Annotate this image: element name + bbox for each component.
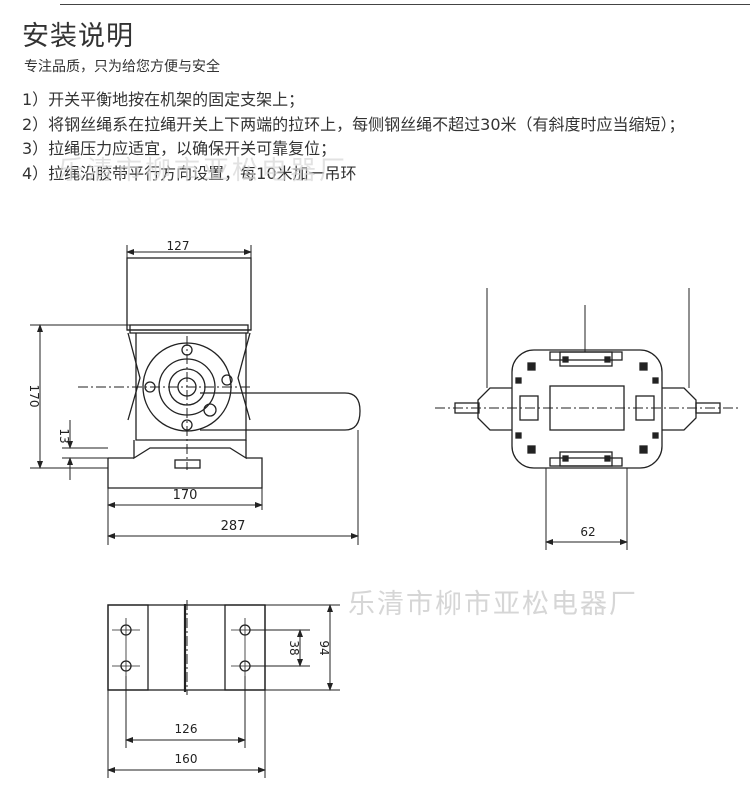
instruction-list: 1）开关平衡地按在机架的固定支架上； 2）将钢丝绳系在拉绳开关上下两端的拉环上，… [22,88,737,186]
dim-front-width: 62 [580,525,595,539]
dim-plate-hole-spacing: 126 [175,722,198,736]
page-title: 安装说明 [22,21,134,52]
dim-plate-outer-height: 94 [317,640,331,655]
instruction-item: 4）拉绳沿胶带平行方向设置，每10米加一吊环 [22,163,357,183]
right-shaft [695,402,721,414]
dim-plate-inner-height: 38 [287,640,301,655]
mounting-bracket [129,324,249,334]
right-boss [662,387,697,431]
page-subtitle: 专注品质，只为给您方便与安全 [24,59,220,75]
center-block [549,385,625,431]
top-rule [60,4,750,5]
front-body [511,349,663,469]
dim-side-overall-length: 287 [221,519,246,534]
side-view [30,245,361,545]
instruction-item: 1）开关平衡地按在机架的固定支架上； [22,90,305,109]
left-boss [477,387,512,431]
lever-arm [200,392,361,431]
dim-plate-overall-width: 160 [175,752,198,766]
instruction-item: 2）将钢丝绳系在拉绳开关上下两端的拉环上，每侧钢丝绳不超过30米（有斜度时应当缩… [22,114,685,134]
dim-side-top-width: 127 [167,239,190,253]
top-housing-box [126,257,252,331]
base-foot [133,440,247,460]
left-shaft [454,402,480,414]
base-plate-view [107,600,340,778]
front-view [435,288,740,550]
dim-side-base-width: 170 [173,488,198,503]
instruction-item: 3）拉绳压力应适宜，以确保开关可靠复位； [22,139,337,158]
dim-side-height: 170 [27,385,41,408]
dim-side-base-height: 13 [57,428,71,443]
